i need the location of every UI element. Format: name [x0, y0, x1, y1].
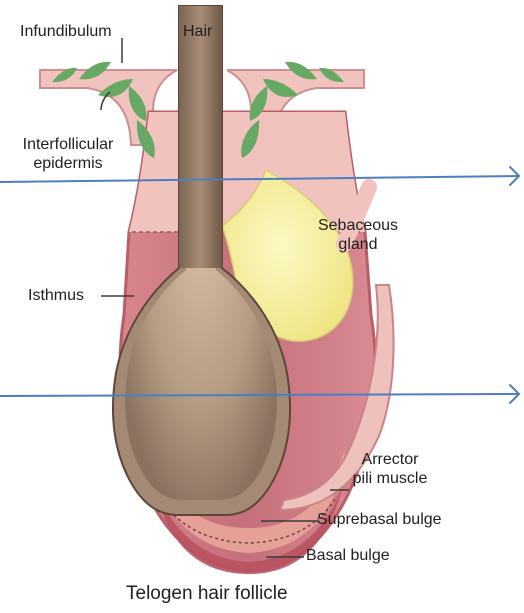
- arrector-label-line-1: Arrector: [341, 451, 439, 470]
- arrector-label-line-2: pili muscle: [341, 470, 439, 489]
- lower-arrow-line: [0, 394, 519, 396]
- arrector-label: Arrector pili muscle: [341, 451, 439, 489]
- isthmus-label: Isthmus: [28, 287, 84, 306]
- infundibulum-label: Infundibulum: [20, 23, 112, 42]
- diagram-caption: Telogen hair follicle: [126, 583, 288, 605]
- sebaceous-label: Sebaceous gland: [306, 217, 410, 255]
- sebaceous-label-line-2: gland: [306, 236, 410, 255]
- interfollicular-label-line-1: Interfollicular: [4, 136, 132, 155]
- interfollicular-label-line-2: epidermis: [4, 155, 132, 174]
- sebaceous-label-line-1: Sebaceous: [306, 217, 410, 236]
- hair-shaft-column: [179, 6, 222, 268]
- interfollicular-label: Interfollicular epidermis: [4, 136, 132, 174]
- basal-bulge-label: Basal bulge: [306, 547, 390, 566]
- hair-label: Hair: [183, 23, 212, 42]
- suprabasal-bulge-label: Suprebasal bulge: [317, 511, 442, 530]
